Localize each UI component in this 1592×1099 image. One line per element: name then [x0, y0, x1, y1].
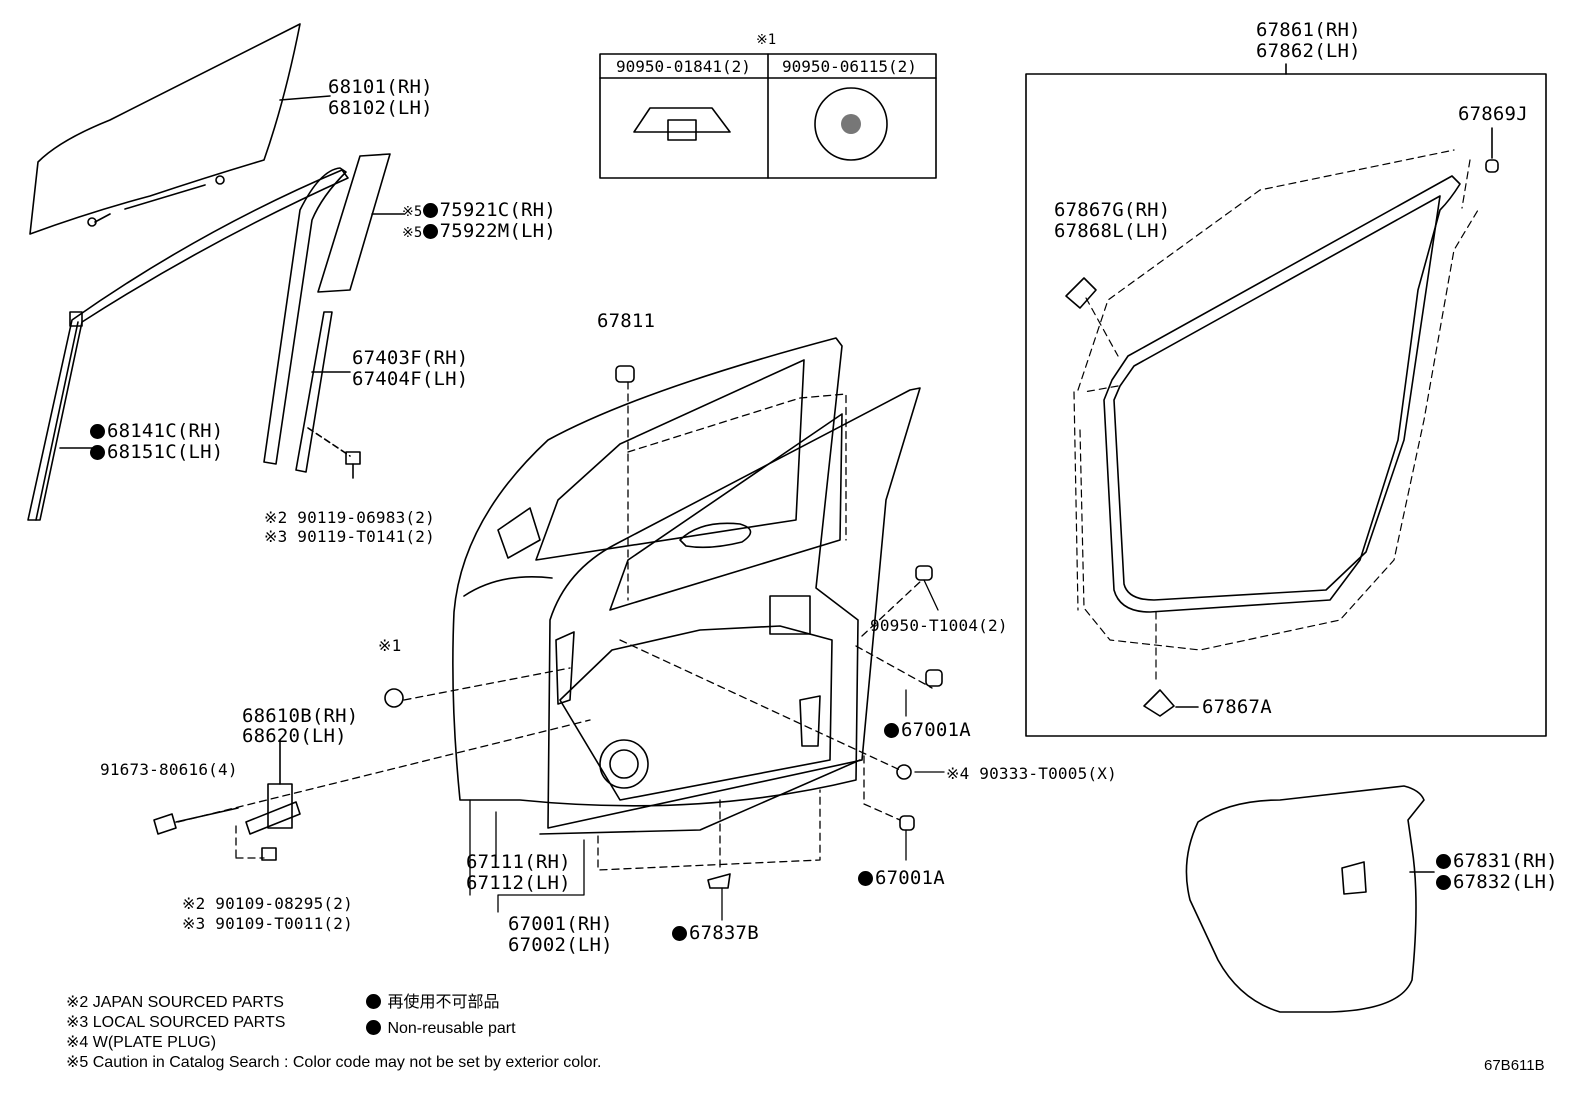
legend-dot-en: Non-reusable part [366, 1019, 516, 1039]
door-glass [29, 23, 331, 235]
outer-frame-molding [27, 169, 349, 521]
part-number: 75922M(LH) [439, 220, 556, 242]
non-reusable-dot-icon [90, 445, 105, 460]
callout-cushion: 67811 [597, 310, 656, 332]
part-number: 67001A [875, 867, 945, 889]
weatherstrip-box [1025, 63, 1547, 737]
legend-dot-ja-text: 再使用不可部品 [387, 994, 500, 1011]
callout-service-hole-rh: 67831(RH) [1436, 851, 1558, 872]
callout-check-screw-jp: ※2 90109-08295(2) [182, 894, 353, 913]
legend-note-3: ※3 LOCAL SOURCED PARTS [66, 1014, 286, 1031]
non-reusable-dot-icon [884, 723, 899, 738]
non-reusable-dot-icon [90, 424, 105, 439]
callout-clip-l: 67868L(LH) [1054, 220, 1171, 242]
channel-screw [307, 427, 361, 479]
non-reusable-dot-icon [366, 994, 381, 1009]
callout-service-hole-lh: 67832(LH) [1436, 872, 1558, 893]
callout-door-panel-lh: 67112(LH) [466, 872, 571, 894]
callout-check-bolt: 91673-80616(4) [100, 760, 238, 779]
part-number: 67831(RH) [1453, 850, 1558, 872]
non-reusable-dot-icon [672, 926, 687, 941]
front-garnish [317, 153, 405, 293]
legend-note-5: ※5 Caution in Catalog Search : Color cod… [66, 1054, 602, 1071]
callout-plug-mid: 90950-T1004(2) [870, 616, 1008, 635]
callout-screw-rear-jp: ※2 90119-06983(2) [264, 508, 435, 527]
note-mark: ※5 [402, 204, 423, 220]
callout-outer-frame-rh: 68141C(RH) [90, 421, 223, 442]
non-reusable-dot-icon [1436, 875, 1451, 890]
callout-check-rh: 68610B(RH) [242, 705, 359, 727]
callout-glass-rh: 68101(RH) [328, 76, 433, 98]
callout-door-assy-rh: 67001(RH) [508, 913, 613, 935]
callout-weatherstrip-rh: 67861(RH) [1256, 19, 1361, 41]
plug-table [599, 53, 937, 179]
callout-bottom-plug: 67837B [672, 923, 759, 944]
callout-run-channel-lh: 67404F(LH) [352, 368, 469, 390]
callout-door-assy-lh: 67002(LH) [508, 934, 613, 956]
non-reusable-dot-icon [1436, 854, 1451, 869]
figure-code: 67B611B [1484, 1057, 1545, 1074]
legend-note-4: ※4 W(PLATE PLUG) [66, 1034, 217, 1051]
part-number: 67837B [689, 922, 759, 944]
part-number: 75921C(RH) [439, 199, 556, 221]
front-door-assembly [452, 337, 921, 835]
door-clips [384, 365, 943, 889]
callout-garnish-lh: ※5 75922M(LH) [402, 221, 556, 244]
callout-check-screw-local: ※3 90109-T0011(2) [182, 914, 353, 933]
callout-bumper-2: 67001A [858, 868, 945, 889]
callout-clip-g: 67867G(RH) [1054, 199, 1171, 221]
non-reusable-dot-icon [422, 224, 438, 239]
plug-table-col-2: 90950-06115(2) [782, 57, 917, 76]
callout-weatherstrip-lh: 67862(LH) [1256, 40, 1361, 62]
legend-dot-ja: 再使用不可部品 [366, 993, 499, 1013]
callout-plug-left-mark: ※1 [378, 636, 402, 655]
callout-plate-plug: ※4 90333-T0005(X) [946, 764, 1117, 783]
callout-outer-frame-lh: 68151C(LH) [90, 442, 223, 463]
plug-table-col-1: 90950-01841(2) [616, 57, 751, 76]
callout-clip-a: 67867A [1202, 696, 1272, 718]
legend-note-2: ※2 JAPAN SOURCED PARTS [66, 994, 284, 1011]
run-channel [263, 167, 351, 473]
non-reusable-dot-icon [422, 203, 438, 218]
callout-garnish-rh: ※5 75921C(RH) [402, 200, 556, 223]
callout-bumper-1: 67001A [884, 720, 971, 741]
callout-leaders [469, 579, 945, 921]
callout-glass-lh: 68102(LH) [328, 97, 433, 119]
door-check [153, 739, 301, 861]
callout-door-panel-rh: 67111(RH) [466, 851, 571, 873]
part-number: 67001A [901, 719, 971, 741]
plug-table-mark: ※1 [756, 32, 777, 48]
service-hole-cover [1185, 785, 1435, 1013]
non-reusable-dot-icon [366, 1020, 381, 1035]
non-reusable-dot-icon [858, 871, 873, 886]
callout-screw-rear-local: ※3 90119-T0141(2) [264, 527, 435, 546]
note-mark: ※5 [402, 225, 423, 241]
callout-run-channel-rh: 67403F(RH) [352, 347, 469, 369]
part-number: 68151C(LH) [107, 441, 224, 463]
part-number: 67832(LH) [1453, 871, 1558, 893]
part-number: 68141C(RH) [107, 420, 224, 442]
leader-dashes [177, 381, 933, 871]
legend-dot-en-text: Non-reusable part [387, 1020, 516, 1037]
callout-clip-j: 67869J [1458, 103, 1528, 125]
callout-check-lh: 68620(LH) [242, 725, 347, 747]
